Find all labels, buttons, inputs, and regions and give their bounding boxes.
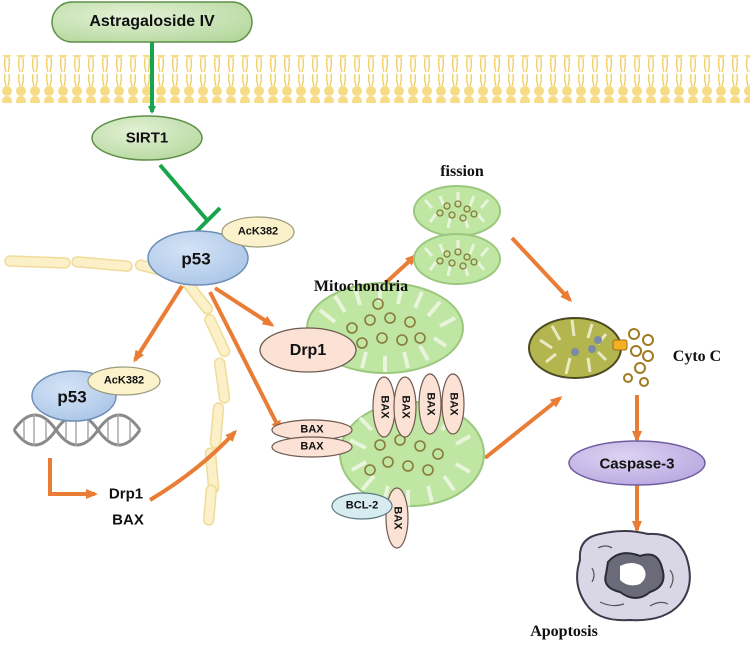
drp1-protein-label: Drp1 bbox=[289, 342, 327, 359]
arrow-p53-drp1 bbox=[213, 286, 275, 327]
arrow-translation bbox=[148, 429, 238, 502]
cell-membrane bbox=[0, 55, 750, 103]
drp1-gene-label: Drp1 bbox=[108, 485, 144, 503]
cytoskeleton-filament bbox=[4, 255, 231, 526]
sirt1-node bbox=[91, 115, 203, 161]
bax-vertical-3 bbox=[418, 373, 442, 435]
p53-main-node bbox=[147, 230, 249, 286]
bax-horizontal-1-label: BAX bbox=[300, 423, 324, 436]
astragaloside-label: Astragaloside IV bbox=[89, 13, 215, 30]
inhibit-bar bbox=[194, 206, 222, 234]
arrow-fission-damaged bbox=[510, 236, 573, 303]
bcl2-label: BCL-2 bbox=[345, 499, 379, 512]
bax-vertical-2 bbox=[393, 376, 417, 438]
bax-horizontal-2 bbox=[271, 436, 353, 458]
bax-vertical-4-label: BAX bbox=[447, 392, 460, 416]
arrow-bax-damaged bbox=[483, 396, 563, 460]
p53-main-label: p53 bbox=[181, 249, 211, 269]
sirt1-label: SIRT1 bbox=[125, 129, 169, 147]
bax-vertical-5-label: BAX bbox=[391, 506, 404, 530]
bax-gene-label: BAX bbox=[112, 511, 144, 529]
bax-vertical-2-label: BAX bbox=[399, 395, 412, 419]
arrows bbox=[48, 40, 642, 533]
bax-vertical-3-label: BAX bbox=[424, 392, 437, 416]
damaged-mitochondria-icon bbox=[528, 317, 654, 387]
bcl2-node bbox=[331, 492, 393, 520]
arrow-p53-bax bbox=[208, 291, 282, 433]
ack382-nucleus-tag bbox=[87, 366, 161, 396]
fission-mitochondria-icon bbox=[413, 185, 501, 285]
apoptotic-cell-icon bbox=[576, 530, 691, 622]
caspase3-node bbox=[568, 440, 706, 486]
apoptosis-label: Apoptosis bbox=[530, 623, 598, 640]
mitochondria-label: Mitochondria bbox=[313, 278, 409, 295]
ack382-main-label: AcK382 bbox=[237, 225, 279, 238]
drp1-protein-node bbox=[259, 327, 357, 373]
cyto-c-label: Cyto C bbox=[672, 348, 722, 365]
p53-nucleus-label: p53 bbox=[57, 387, 87, 407]
caspase3-label: Caspase-3 bbox=[599, 455, 675, 473]
bax-horizontal-2-label: BAX bbox=[300, 440, 324, 453]
bax-vertical-1-label: BAX bbox=[378, 395, 391, 419]
fission-label: fission bbox=[440, 163, 484, 180]
arrow-transcription bbox=[48, 458, 98, 499]
ack382-nucleus-label: AcK382 bbox=[103, 374, 145, 387]
inhibit-sirt1-p53 bbox=[158, 163, 209, 222]
ack382-main-tag bbox=[221, 216, 295, 248]
astragaloside-node bbox=[51, 1, 253, 43]
arrow-p53-nucleus bbox=[133, 284, 184, 363]
bax-vertical-4 bbox=[441, 373, 465, 435]
